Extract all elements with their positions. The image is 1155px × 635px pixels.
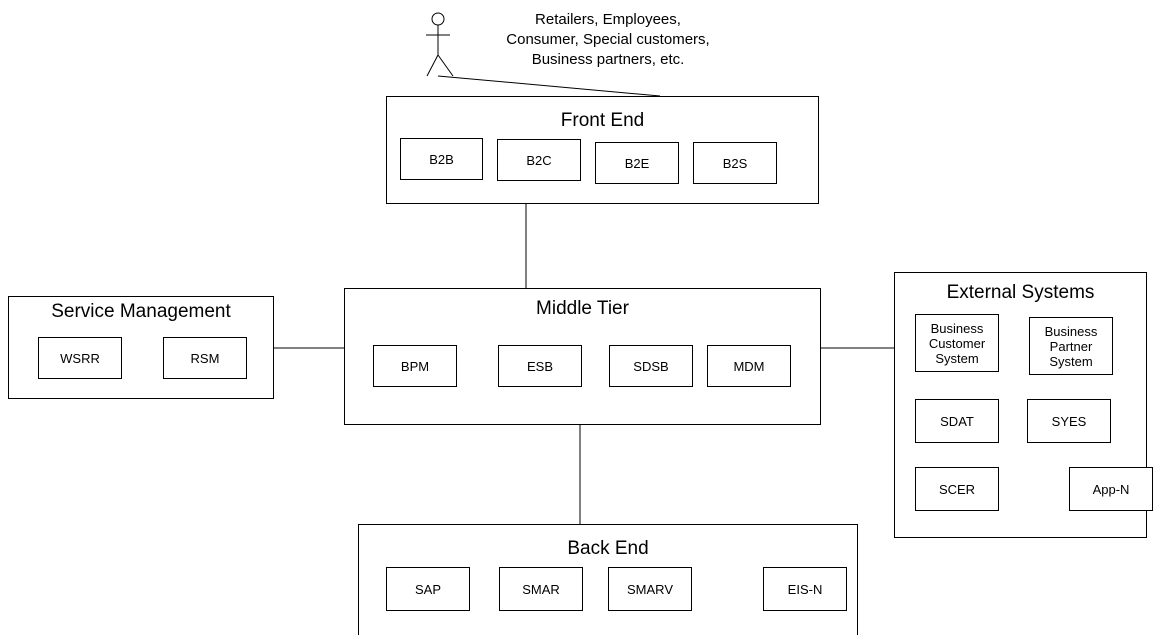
node-smar[interactable]: SMAR (499, 567, 583, 611)
node-label-line: System (1049, 353, 1093, 369)
actor-note-line: Business partners, etc. (531, 51, 685, 68)
node-smarv[interactable]: SMARV (608, 567, 692, 611)
external-systems-group: External Systems Business Customer Syste… (894, 272, 1153, 538)
node-wsrr[interactable]: WSRR (38, 337, 122, 379)
node-b2c[interactable]: B2C (497, 139, 581, 181)
actor-head (431, 12, 445, 26)
actor-stick-figure-icon (426, 12, 454, 77)
service-management-title: Service Management (51, 301, 231, 322)
middle-tier-title: Middle Tier (536, 298, 629, 319)
node-bpm[interactable]: BPM (373, 345, 457, 387)
actor-to-front-end-link (437, 75, 661, 97)
node-mdm[interactable]: MDM (707, 345, 791, 387)
node-label-line: System (935, 350, 979, 366)
node-sap[interactable]: SAP (386, 567, 470, 611)
node-app-n[interactable]: App-N (1069, 467, 1153, 511)
node-label-line: Customer (928, 335, 986, 351)
node-syes[interactable]: SYES (1027, 399, 1111, 443)
node-label-line: Partner (1049, 338, 1093, 354)
front-end-title: Front End (560, 110, 645, 131)
back-end-group: Back End SAP SMAR SMARV EIS-N (358, 524, 858, 635)
actor-note-line: Retailers, Employees, (535, 11, 681, 28)
node-sdat[interactable]: SDAT (915, 399, 999, 443)
node-label-line: Business (930, 320, 984, 336)
actor-left-leg (426, 54, 439, 77)
external-systems-title: External Systems (946, 282, 1095, 303)
node-b2b[interactable]: B2B (400, 138, 483, 180)
actor-note-line: Consumer, Special customers, (506, 31, 710, 48)
service-management-group: Service Management WSRR RSM (8, 296, 274, 399)
node-b2s[interactable]: B2S (693, 142, 777, 184)
node-rsm[interactable]: RSM (163, 337, 247, 379)
actor-description: Retailers, Employees, Consumer, Special … (478, 10, 738, 70)
actor-right-leg (437, 54, 454, 77)
node-esb[interactable]: ESB (498, 345, 582, 387)
node-scer[interactable]: SCER (915, 467, 999, 511)
node-business-customer-system[interactable]: Business Customer System (915, 314, 999, 372)
node-b2e[interactable]: B2E (595, 142, 679, 184)
node-sdsb[interactable]: SDSB (609, 345, 693, 387)
node-eis-n[interactable]: EIS-N (763, 567, 847, 611)
front-end-group: Front End B2B B2C B2E B2S (386, 96, 819, 204)
node-label-line: Business (1044, 323, 1098, 339)
node-business-partner-system[interactable]: Business Partner System (1029, 317, 1113, 375)
middle-tier-group: Middle Tier BPM ESB SDSB MDM (344, 288, 821, 425)
back-end-title: Back End (567, 538, 649, 559)
